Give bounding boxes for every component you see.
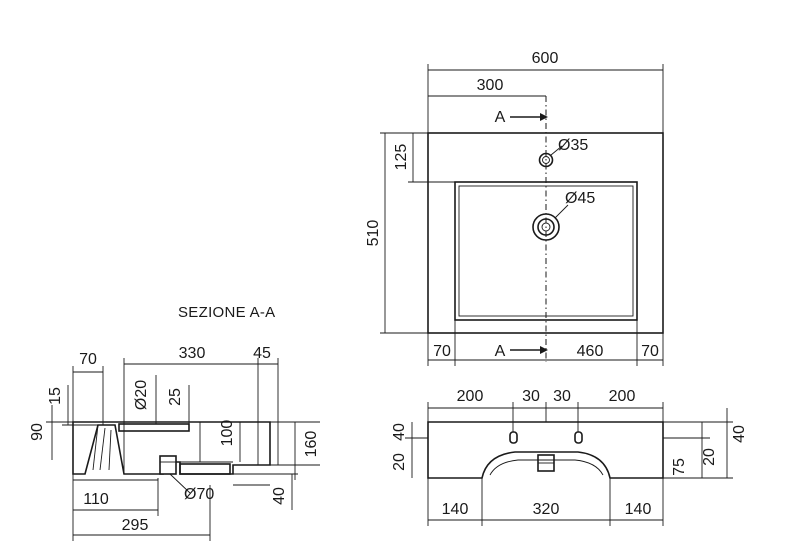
dim-bowl-depth: 75	[671, 458, 688, 476]
section-overflow	[179, 463, 231, 475]
dim-right-height-lower: 20	[701, 448, 718, 466]
dim-tap-offset: 125	[393, 144, 410, 171]
front-outline	[427, 421, 664, 479]
dim-right-height-upper: 40	[731, 425, 748, 443]
dim-right-span: 200	[609, 388, 636, 405]
dim-front-lip: 45	[253, 345, 271, 362]
front-view: 200 30 30 200 40 20 40 20 75 140 320 140	[391, 388, 748, 526]
section-marker-bottom: A	[495, 343, 506, 360]
front-bowl-inner	[489, 459, 604, 476]
tap-hole-leader	[550, 145, 563, 156]
sec-dim-70-leader	[169, 473, 191, 494]
dim-half-width: 300	[477, 77, 504, 94]
dim-bowl-height: 100	[219, 420, 236, 447]
dim-total-height: 90	[29, 423, 46, 441]
dim-section-drain-hole: Ø70	[184, 486, 214, 503]
dim-left-height-lower: 20	[391, 453, 408, 471]
dim-right-base: 140	[625, 501, 652, 518]
arrow-right-icon	[540, 346, 548, 354]
tap-hole-inner	[542, 156, 550, 164]
dim-drain-height: 40	[271, 487, 288, 505]
section-title: SEZIONE A-A	[178, 304, 276, 321]
tap-hole-left-icon	[509, 431, 518, 444]
section-back-line-3	[108, 429, 112, 471]
drain-hole-icon	[532, 213, 560, 241]
tap-hole-right-icon	[574, 431, 583, 444]
dim-left-margin: 70	[433, 343, 451, 360]
dim-top-length: 330	[179, 345, 206, 362]
dim-front-height: 160	[303, 431, 320, 458]
section-back-line	[92, 424, 99, 471]
section-marker-top: A	[495, 109, 506, 126]
dim-back-step: 15	[47, 387, 64, 405]
top-view: 600 300 A 510 125 Ø35 Ø45 70 460 70 A	[365, 50, 664, 366]
dim-overall-width: 600	[532, 50, 559, 67]
dim-section-tap-offset: 25	[167, 388, 184, 406]
dim-drain-offset: 110	[83, 491, 109, 508]
dim-left-height-upper: 40	[391, 423, 408, 441]
dim-bowl-base: 320	[533, 501, 560, 518]
dim-total-depth: 295	[122, 517, 149, 534]
section-drain	[159, 455, 177, 475]
drain-hole-leader	[554, 204, 569, 219]
tap-hole-label: Ø35	[558, 137, 588, 154]
drain-hole-inner	[537, 218, 555, 236]
tap-hole-icon	[538, 152, 554, 168]
dim-left-base: 140	[442, 501, 469, 518]
section-tap-hole	[118, 423, 190, 432]
section-back-line-2	[99, 427, 106, 471]
dim-right-margin: 70	[641, 343, 659, 360]
arrow-right-icon	[540, 113, 548, 121]
dim-right-inner: 30	[553, 388, 571, 405]
dim-left-span: 200	[457, 388, 484, 405]
drain-hole-core	[541, 222, 551, 232]
drain-hole-label: Ø45	[565, 190, 595, 207]
section-view: SEZIONE A-A 70 330 45	[29, 304, 320, 541]
dim-back-width: 70	[79, 351, 97, 368]
dim-left-inner: 30	[522, 388, 540, 405]
dim-depth: 510	[365, 220, 382, 247]
dim-bowl-width: 460	[577, 343, 604, 360]
dim-section-tap-hole: Ø20	[133, 380, 150, 410]
